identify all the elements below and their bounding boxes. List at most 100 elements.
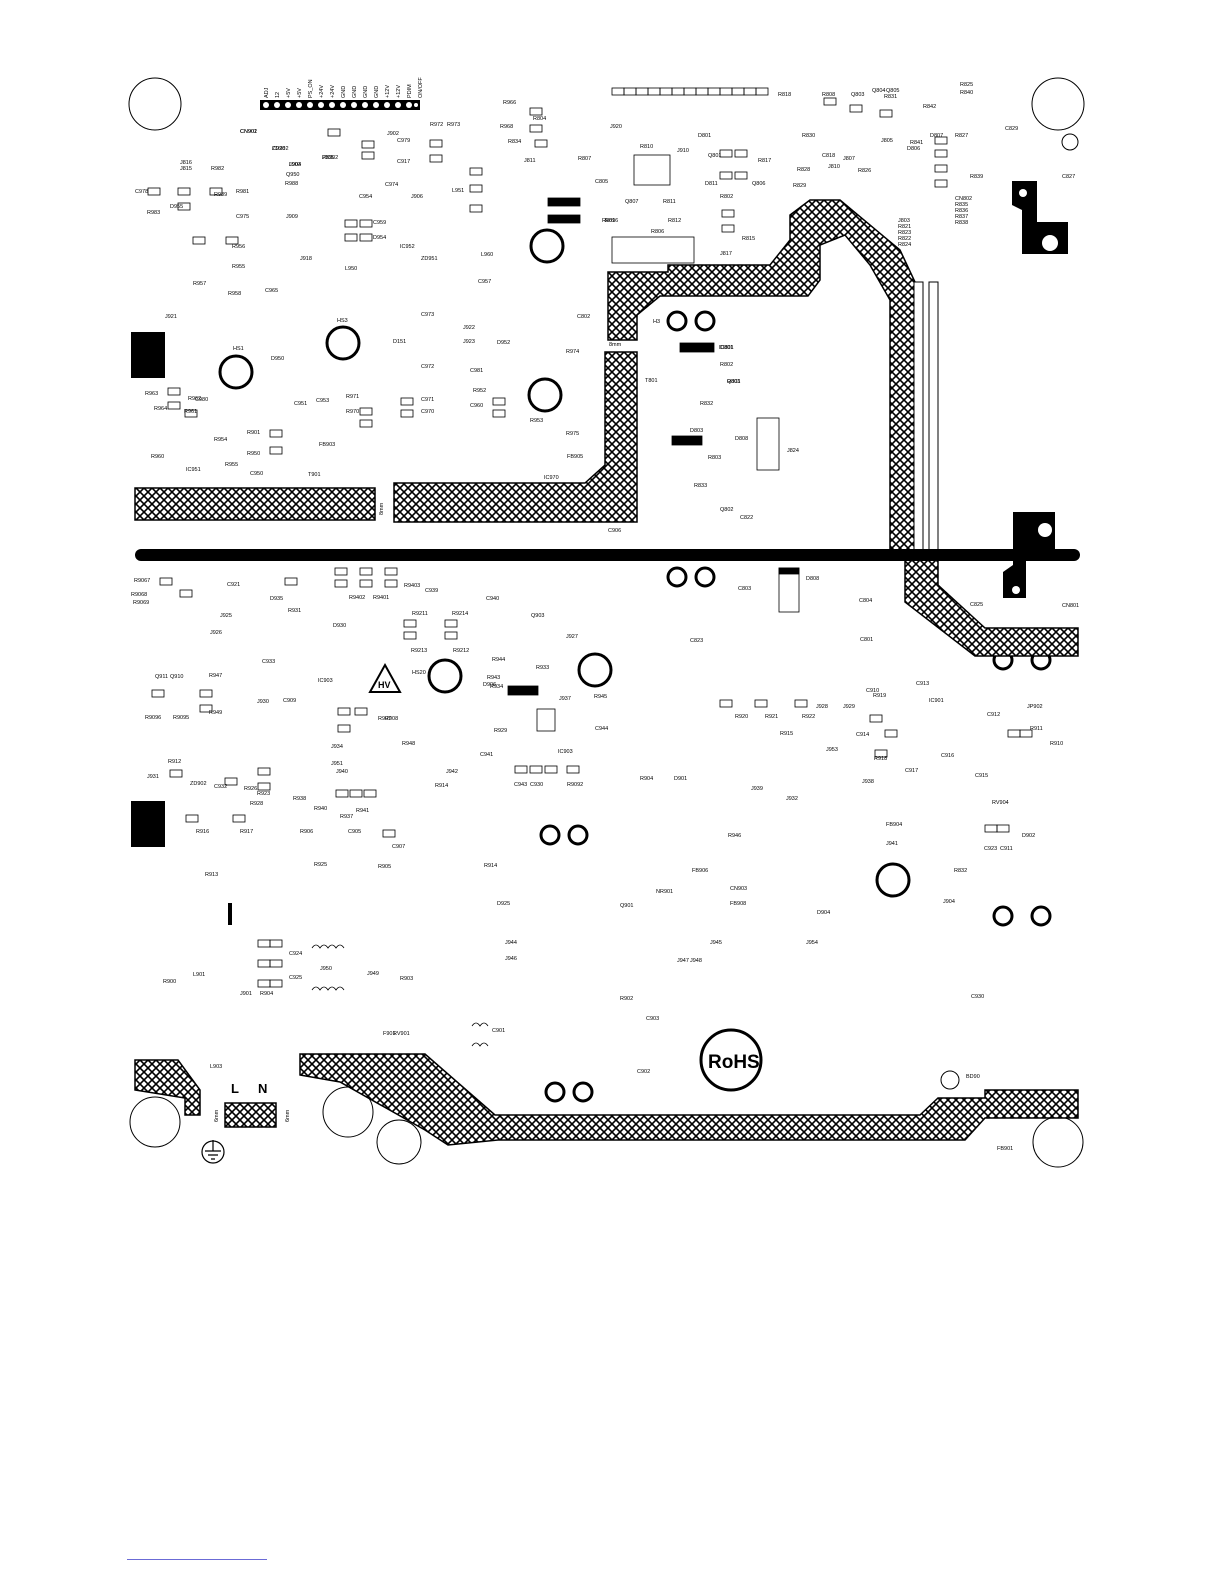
- smd-pad: [179, 589, 193, 598]
- smd-pad: [344, 219, 358, 228]
- smd-pad: [269, 939, 283, 948]
- component-designator: D935: [270, 596, 283, 602]
- connector-pin-label: GND: [374, 86, 380, 98]
- component-designator: J946: [505, 956, 517, 962]
- component-designator: D803: [690, 428, 703, 434]
- component-designator: BD90: [966, 1074, 980, 1080]
- component-designator: R823: [898, 230, 911, 236]
- component-designator: J954: [806, 940, 818, 946]
- component-designator: C941: [480, 752, 493, 758]
- clearance-marker-left: 8mm: [379, 502, 385, 515]
- component-designator: R910: [1050, 741, 1063, 747]
- component-designator: C924: [289, 951, 302, 957]
- component-designator: R931: [288, 608, 301, 614]
- heatsink-mount-pads: [1003, 181, 1068, 598]
- isolation-slot: [913, 281, 924, 553]
- smd-pad: [359, 567, 373, 576]
- component-designator: R958: [228, 291, 241, 297]
- smd-pad: [734, 171, 748, 180]
- component-designator: R917: [240, 829, 253, 835]
- smd-pad: [359, 219, 373, 228]
- component-designator: C975: [236, 214, 249, 220]
- component-designator: R948: [402, 741, 415, 747]
- component-designator: D801: [720, 345, 733, 351]
- smd-pad: [671, 87, 685, 96]
- component-designator: J950: [320, 966, 332, 972]
- component-designator: C930: [530, 782, 543, 788]
- component-designator: R919: [873, 693, 886, 699]
- component-designator: J945: [710, 940, 722, 946]
- component-designator: FB904: [886, 822, 902, 828]
- smd-pad: [359, 233, 373, 242]
- component-designator: C915: [975, 773, 988, 779]
- component-designator: R803: [708, 455, 721, 461]
- component-designator: C827: [1062, 174, 1075, 180]
- component-designator: R904: [260, 991, 273, 997]
- smd-pad: [731, 87, 745, 96]
- component-pads: [147, 87, 1033, 988]
- smd-pad: [695, 87, 709, 96]
- component-designator: C954: [359, 194, 372, 200]
- component-designator: CN802: [955, 196, 972, 202]
- component-designator: R962: [188, 396, 201, 402]
- connector-pin-label: +12V: [385, 85, 391, 98]
- component-designator: R949: [209, 710, 222, 716]
- component-designator: T801: [645, 378, 658, 384]
- component-designator: IC951: [186, 467, 201, 473]
- component-designator: R982: [211, 166, 224, 172]
- component-designator: R925: [314, 862, 327, 868]
- smd-pad: [444, 619, 458, 628]
- smd-pad: [257, 959, 271, 968]
- component-designator: R815: [742, 236, 755, 242]
- component-designator: R9067: [134, 578, 150, 584]
- component-designator: C980: [195, 397, 208, 403]
- component-designator: J948: [690, 958, 702, 964]
- component-designator: Q801: [708, 153, 721, 159]
- component-designator: J902: [387, 131, 399, 137]
- component-designator: R953: [530, 418, 543, 424]
- component-designator: R989: [214, 192, 227, 198]
- component-designator: C822: [740, 515, 753, 521]
- component-designator: D925: [497, 901, 510, 907]
- component-designator: R922: [802, 714, 815, 720]
- component-designator: R904: [640, 776, 653, 782]
- component-designator: C974: [385, 182, 398, 188]
- component-designator: R824: [898, 242, 911, 248]
- component-designator: R946: [728, 833, 741, 839]
- hv-label: HV: [378, 680, 391, 690]
- component-designator: R914: [435, 783, 448, 789]
- smd-pad: [225, 236, 239, 245]
- connector-pin-label: +12V: [396, 85, 402, 98]
- smd-pad: [257, 939, 271, 948]
- component-designator: FB905: [567, 454, 583, 460]
- smd-pad: [707, 87, 721, 96]
- smd-pad: [884, 729, 898, 738]
- smd-pad: [469, 167, 483, 176]
- component-designator: R9068: [131, 592, 147, 598]
- component-designator: C909: [283, 698, 296, 704]
- component-designator: C907: [392, 844, 405, 850]
- component-designator: R822: [898, 236, 911, 242]
- component-designator: R916: [196, 829, 209, 835]
- component-designator: R934: [490, 684, 503, 690]
- component-designator: L951: [452, 188, 464, 194]
- component-designator: HS20: [412, 670, 426, 676]
- component-designator: R914: [484, 863, 497, 869]
- component-designator: J901: [240, 991, 252, 997]
- component-designator: C912: [987, 712, 1000, 718]
- clearance-marker-right: 6mm: [285, 1109, 291, 1122]
- component-designator: Q806: [752, 181, 765, 187]
- component-designator: C805: [595, 179, 608, 185]
- smd-pad: [754, 699, 768, 708]
- component-designator: IC903: [318, 678, 333, 684]
- component-designator: C905: [348, 829, 361, 835]
- component-designator: J949: [367, 971, 379, 977]
- component-designator: D952: [497, 340, 510, 346]
- component-designator: R804: [533, 116, 546, 122]
- component-designator: R808: [822, 92, 835, 98]
- component-designator: J938: [862, 779, 874, 785]
- component-designator: D811: [705, 181, 718, 187]
- component-designator: R803: [727, 379, 740, 385]
